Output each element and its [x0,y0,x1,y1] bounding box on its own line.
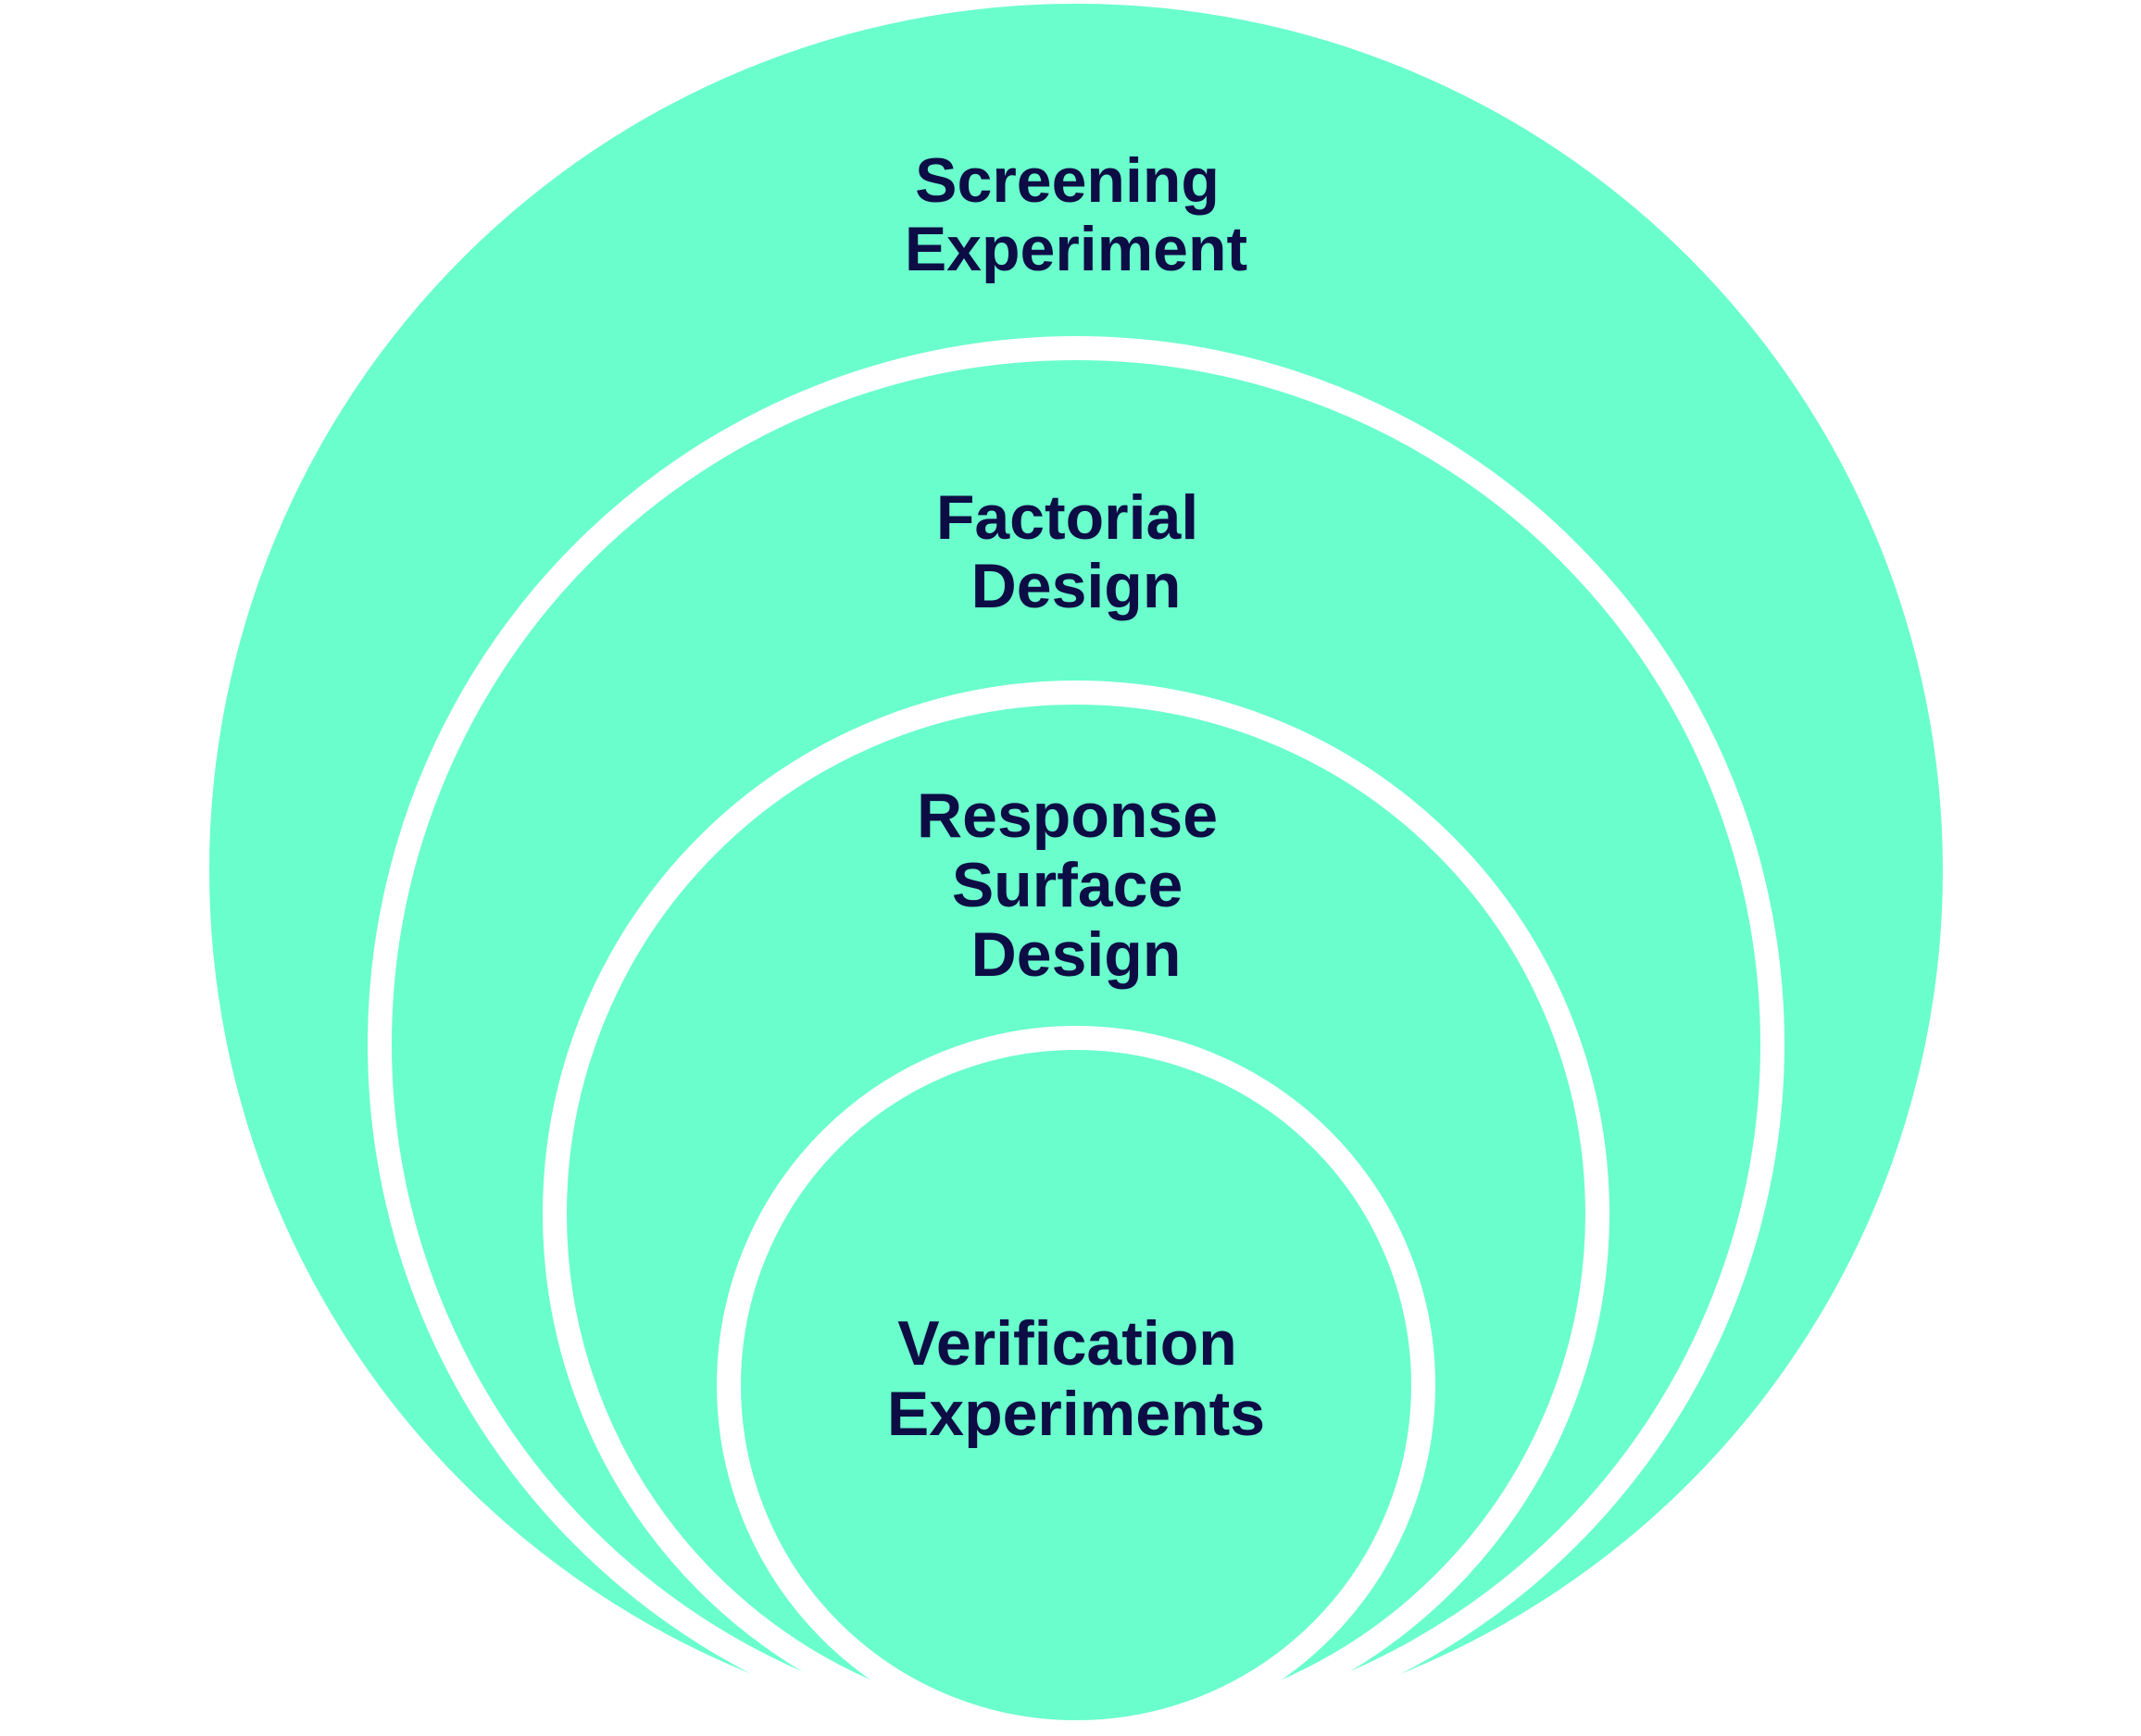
label-screening-experiment: Screening Experiment [905,145,1247,284]
label-factorial-line2: Design [971,551,1182,621]
label-response-line3: Design [971,919,1182,990]
label-factorial-design: Factorial Design [936,482,1216,621]
label-response-line2: Surface [952,850,1183,920]
label-factorial-line1: Factorial [936,482,1198,553]
label-response-line1: Response [917,781,1218,851]
label-response-surface-design: Response Surface Design [917,781,1235,990]
label-verification-experiments: Verification Experiments [887,1308,1265,1449]
label-screening-line2: Experiment [905,214,1247,284]
label-verification-line1: Verification [897,1308,1237,1379]
label-screening-line1: Screening [915,145,1220,216]
label-verification-line2: Experiments [887,1379,1265,1449]
circle-verification-experiments [717,1026,1435,1736]
